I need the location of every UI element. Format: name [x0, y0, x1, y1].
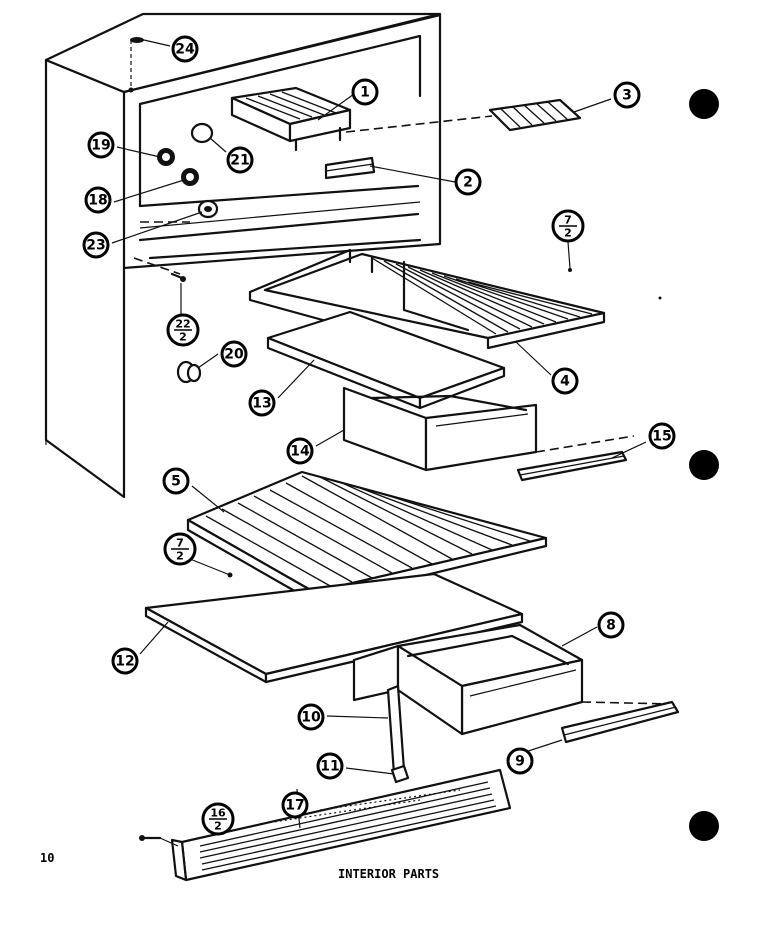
callout-4: 4	[551, 367, 579, 395]
callout-number: 21	[230, 153, 249, 169]
page-number: 10	[40, 851, 54, 865]
callout-5: 5	[162, 467, 190, 495]
light-cover-part	[230, 86, 352, 152]
callout-8: 8	[597, 611, 625, 639]
callout-number: 24	[175, 42, 195, 58]
diagram-caption: INTERIOR PARTS	[338, 867, 439, 881]
callout-number: 13	[252, 396, 271, 412]
callout-12: 12	[111, 647, 139, 675]
crisper-pan-lower	[352, 623, 584, 736]
callout-18: 18	[84, 186, 112, 214]
callout-number: 12	[115, 654, 134, 670]
ice-tray-part	[488, 98, 582, 132]
callout-15: 15	[648, 422, 676, 450]
callout-number: 17	[285, 798, 304, 814]
shelf-rail-lower	[560, 700, 680, 744]
cabinet-fasteners	[128, 37, 219, 384]
fraction-numerator: 7	[176, 537, 184, 550]
fraction-numerator: 22	[175, 318, 190, 331]
fraction-denominator: 2	[564, 227, 572, 240]
bracket-part	[324, 156, 376, 180]
assembly-line-tray	[345, 115, 493, 133]
callout-number: 9	[515, 754, 525, 770]
fraction-callout: 72	[163, 532, 197, 566]
fraction-numerator: 7	[564, 214, 572, 227]
callout-3: 3	[613, 81, 641, 109]
fraction-numerator: 16	[210, 807, 226, 820]
callout-13: 13	[248, 389, 276, 417]
crisper-pan-upper	[342, 386, 538, 472]
callout-17: 17	[281, 791, 309, 819]
fraction-callout: 222	[166, 313, 200, 347]
callout-number: 1	[360, 85, 370, 101]
callout-11: 11	[316, 752, 344, 780]
support-post	[386, 684, 410, 784]
callout-23: 23	[82, 231, 110, 259]
callout-9: 9	[506, 747, 534, 775]
fraction-denominator: 2	[176, 550, 184, 563]
callout-number: 19	[91, 138, 110, 154]
callout-10: 10	[297, 703, 325, 731]
callout-number: 10	[301, 710, 321, 726]
callout-number: 20	[224, 347, 244, 363]
callout-number: 4	[560, 374, 570, 390]
leader-lines	[111, 39, 647, 829]
grille-screw	[139, 835, 179, 847]
callout-number: 5	[171, 474, 181, 490]
callout-24: 24	[171, 35, 199, 63]
callout-21: 21	[226, 146, 254, 174]
callout-2: 2	[454, 168, 482, 196]
callout-number: 18	[88, 193, 107, 209]
callout-20: 20	[220, 340, 248, 368]
callout-number: 2	[463, 175, 473, 191]
callout-14: 14	[286, 437, 314, 465]
fraction-denominator: 2	[214, 820, 222, 833]
shelf-rail-upper	[516, 450, 628, 482]
assembly-line-rail-lower	[581, 701, 673, 705]
callout-number: 14	[290, 444, 310, 460]
cabinet	[44, 12, 442, 499]
callout-number: 11	[320, 759, 339, 775]
callout-number: 15	[652, 429, 671, 445]
crisper-cover-shelf	[266, 310, 506, 410]
bottom-grille	[170, 768, 512, 882]
callout-19: 19	[87, 131, 115, 159]
assembly-line-rail-upper	[535, 435, 635, 453]
upper-wire-shelf	[248, 248, 606, 350]
fraction-callout: 72	[551, 209, 585, 243]
fraction-denominator: 2	[179, 331, 187, 344]
callout-number: 3	[622, 88, 632, 104]
fraction-callout: 162	[201, 802, 235, 836]
callout-number: 8	[606, 618, 616, 634]
callout-number: 23	[86, 238, 105, 254]
binder-holes	[689, 89, 719, 841]
callout-1: 1	[351, 78, 379, 106]
